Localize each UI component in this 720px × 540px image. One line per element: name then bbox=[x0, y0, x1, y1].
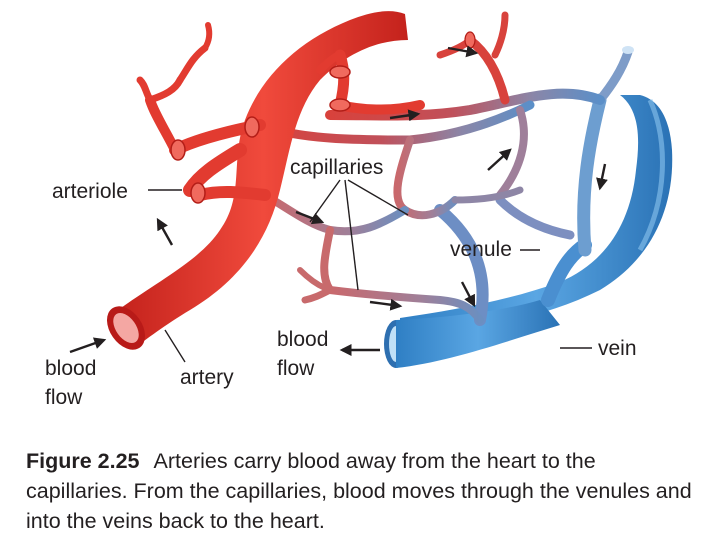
blood-vessel-diagram: arteriole capillaries venule blood flow … bbox=[45, 11, 673, 409]
label-artery: artery bbox=[180, 366, 234, 389]
flow-arrow-top bbox=[447, 45, 479, 58]
artery-vessel bbox=[106, 11, 476, 350]
label-blood-flow-in-1: blood bbox=[45, 357, 96, 380]
vein-vessel bbox=[384, 95, 673, 368]
figure-number: Figure 2.25 bbox=[26, 449, 140, 473]
flow-arrow-upper bbox=[389, 109, 421, 122]
label-blood-flow-out-1: blood bbox=[277, 328, 328, 351]
flow-arrow-capillary bbox=[295, 210, 325, 225]
flow-arrow-venule bbox=[460, 281, 476, 308]
label-blood-flow-out-2: flow bbox=[277, 357, 315, 380]
label-arteriole: arteriole bbox=[52, 180, 128, 203]
flow-arrow-middle bbox=[487, 148, 512, 171]
caption-text: Arteries carry blood away from the heart… bbox=[26, 449, 692, 533]
flow-arrows bbox=[69, 45, 608, 356]
label-vein: vein bbox=[598, 337, 637, 360]
label-capillaries: capillaries bbox=[290, 156, 383, 179]
capillary-network bbox=[255, 11, 605, 324]
flow-arrow-arteriole bbox=[156, 217, 174, 246]
flow-arrow-lower bbox=[369, 298, 403, 311]
label-venule: venule bbox=[450, 238, 512, 261]
label-blood-flow-in-2: flow bbox=[45, 386, 83, 409]
leader-lines bbox=[148, 179, 592, 363]
flow-arrow-vein-down bbox=[596, 163, 608, 191]
labels: arteriole capillaries venule blood flow … bbox=[45, 156, 637, 409]
flow-arrow-in bbox=[69, 337, 107, 354]
